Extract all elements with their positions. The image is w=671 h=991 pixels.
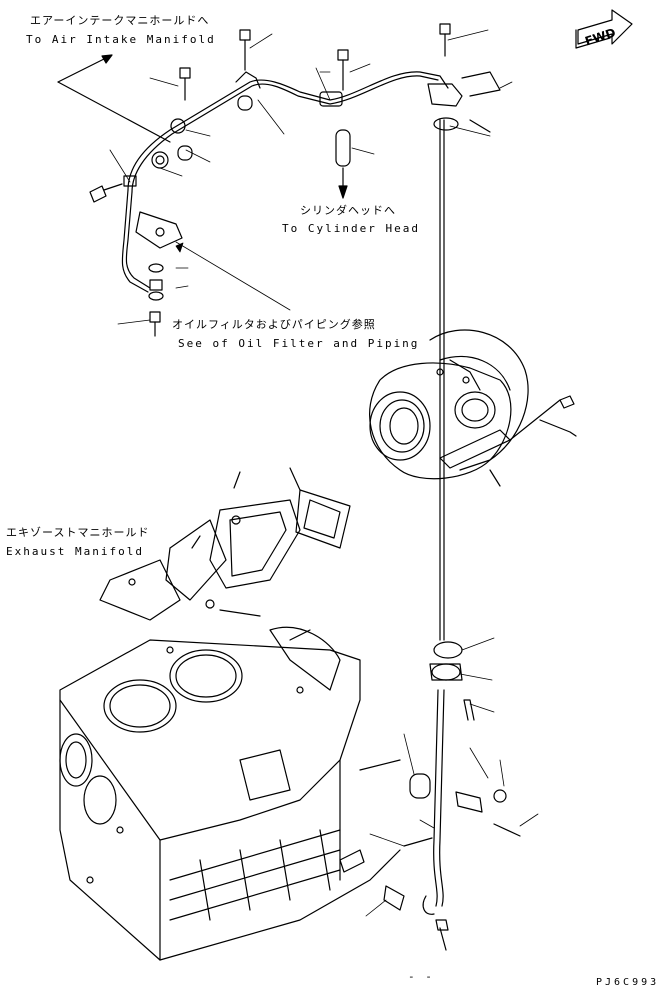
drawing-code: PJ6C993 [596,977,660,988]
turbocharger [369,329,577,487]
oil-inlet-flange [135,211,183,301]
bolt-icon [89,23,451,337]
air-intake-arrow-icon [57,54,171,143]
exhaust-manifold [99,467,351,621]
air-intake-label-en: To Air Intake Manifold [26,33,216,46]
oil-drain-line [383,117,521,951]
sleeve-fitting-icon [177,95,351,199]
oil-pipe-upper [121,71,501,293]
leader-lines [109,29,513,325]
bottom-mark: - - [408,970,434,983]
cylinder-head-label-en: To Cylinder Head [282,222,420,235]
fwd-label: FWD [583,25,617,48]
cylinder-block [59,626,401,961]
fwd-arrow-icon: FWD [575,9,633,49]
oil-filter-label-en: See of Oil Filter and Piping [178,337,420,350]
cylinder-head-label-jp: シリンダヘッドへ [300,204,396,217]
exhaust-manifold-label-jp: エキゾーストマニホールド [6,526,150,539]
air-intake-label-jp: エアーインテークマニホールドへ [30,14,210,27]
oil-filter-label-jp: オイルフィルタおよびパイピング参照 [172,318,376,331]
leader-lines-right [365,637,539,917]
exhaust-manifold-label-en: Exhaust Manifold [6,545,144,558]
